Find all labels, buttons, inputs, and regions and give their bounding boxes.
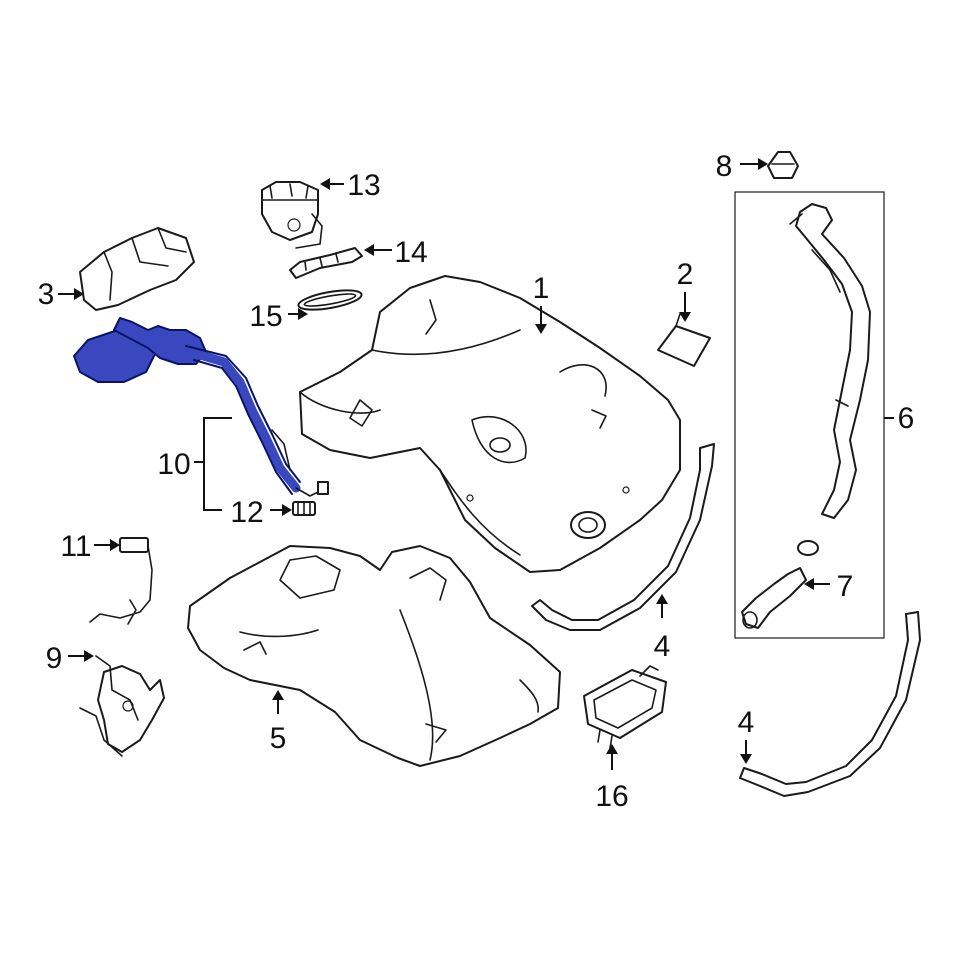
fuel-pump-module[interactable] — [261, 181, 323, 249]
bracket[interactable] — [79, 227, 195, 311]
filler-neck-group-box — [734, 191, 885, 639]
filler-hose[interactable] — [741, 540, 819, 629]
callout-3: 3 — [38, 278, 55, 311]
callout-12: 12 — [230, 496, 263, 529]
fuel-cap[interactable] — [767, 151, 799, 179]
callout-14: 14 — [394, 236, 427, 269]
gasket-seal[interactable] — [297, 287, 363, 314]
callout-8: 8 — [716, 150, 733, 183]
callout-15: 15 — [249, 300, 282, 333]
fuel-tank-upper[interactable] — [299, 275, 681, 573]
callout-13: 13 — [347, 169, 380, 202]
callout-2: 2 — [677, 258, 694, 291]
heat-shield-pad[interactable] — [657, 313, 711, 367]
callout-16: 16 — [595, 780, 628, 813]
callout-labels: 1 2 3 4 4 5 6 7 8 9 10 11 12 13 14 15 16 — [38, 150, 915, 813]
fuel-pump-control-module[interactable] — [583, 665, 667, 749]
tank-strap-lower[interactable] — [739, 611, 921, 797]
callout-9: 9 — [46, 642, 63, 675]
tank-strap-upper[interactable] — [531, 443, 715, 631]
fuel-pump-sender-assembly[interactable] — [73, 317, 329, 497]
lock-ring[interactable] — [289, 247, 363, 279]
assembly-bracket-10-12 — [194, 417, 232, 511]
callout-7: 7 — [837, 570, 854, 603]
callout-5: 5 — [270, 722, 287, 755]
callout-1: 1 — [533, 272, 550, 305]
fuel-pump-harness[interactable] — [79, 655, 165, 757]
callout-leaders — [58, 158, 894, 770]
callout-4-lower: 4 — [738, 706, 755, 739]
lower-heat-shield[interactable] — [187, 545, 561, 767]
fuel-filler-neck[interactable] — [734, 191, 885, 639]
callout-6: 6 — [898, 402, 915, 435]
callout-4-upper: 4 — [654, 630, 671, 663]
callout-11: 11 — [60, 530, 91, 563]
callout-10: 10 — [157, 448, 190, 481]
fuel-sensor[interactable] — [89, 537, 153, 625]
connector[interactable] — [292, 501, 316, 516]
